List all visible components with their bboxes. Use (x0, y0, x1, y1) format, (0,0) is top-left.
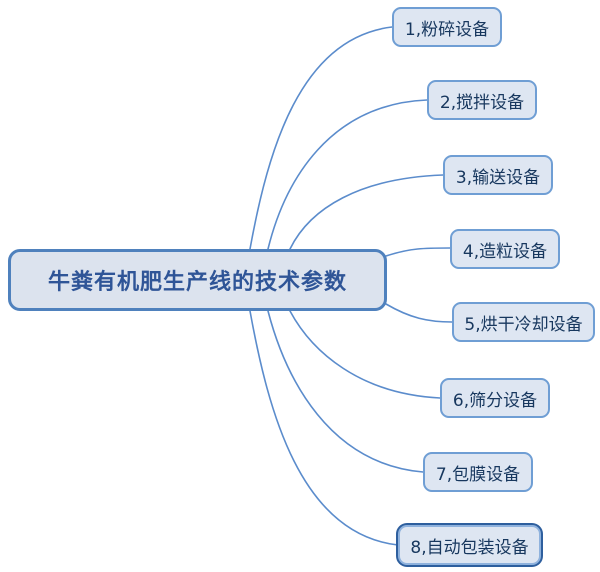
branch-node-8-label: 8,自动包装设备 (410, 537, 529, 558)
connector-to-node-2 (267, 99, 428, 250)
connector-to-node-8 (249, 310, 399, 546)
branch-node-3[interactable]: 3,输送设备 (443, 155, 553, 195)
connector-to-node-4 (385, 247, 451, 257)
central-topic-label: 牛粪有机肥生产线的技术参数 (47, 270, 347, 295)
branch-node-1-label: 1,粉碎设备 (404, 19, 490, 40)
branch-node-2[interactable]: 2,搅拌设备 (427, 80, 537, 120)
branch-node-6-label: 6,筛分设备 (452, 390, 538, 411)
connector-to-node-1 (249, 26, 393, 250)
branch-node-7-label: 7,包膜设备 (435, 464, 521, 485)
central-topic-node[interactable]: 牛粪有机肥生产线的技术参数 (8, 249, 387, 311)
connector-to-node-6 (289, 310, 441, 399)
connector-to-node-5 (385, 303, 453, 323)
branch-node-5-label: 5,烘干冷却设备 (464, 314, 583, 335)
branch-node-8[interactable]: 8,自动包装设备 (398, 525, 541, 565)
branch-node-6[interactable]: 6,筛分设备 (440, 378, 550, 418)
branch-node-5[interactable]: 5,烘干冷却设备 (452, 302, 595, 342)
branch-node-3-label: 3,输送设备 (455, 167, 541, 188)
branch-node-1[interactable]: 1,粉碎设备 (392, 7, 502, 47)
branch-node-7[interactable]: 7,包膜设备 (423, 452, 533, 492)
branch-node-4[interactable]: 4,造粒设备 (450, 229, 560, 269)
connector-to-node-3 (289, 174, 444, 250)
connector-to-node-7 (267, 310, 424, 473)
branch-node-4-label: 4,造粒设备 (462, 241, 548, 262)
branch-node-2-label: 2,搅拌设备 (439, 92, 525, 113)
